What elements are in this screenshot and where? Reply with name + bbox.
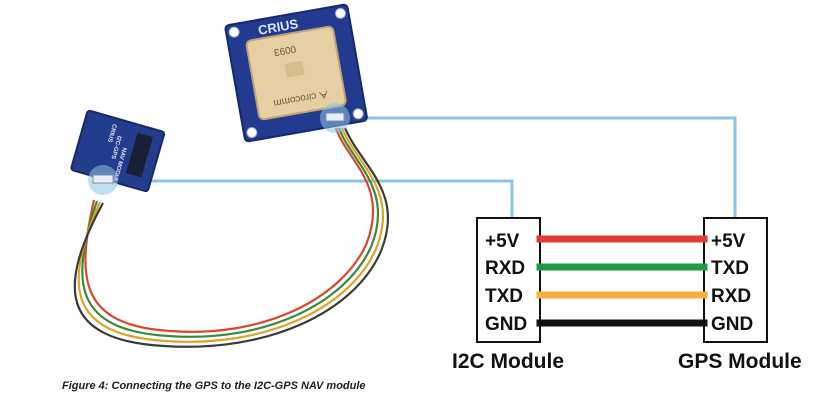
i2c-module-schematic: +5V RXD TXD GND I2C Module: [452, 217, 564, 373]
nav-board-chip: [125, 132, 153, 178]
gps-board-hole-tl: [228, 26, 240, 38]
gps-antenna-code: 0093: [273, 43, 297, 58]
schematic-wires: [536, 235, 708, 327]
gps-module-schematic: +5V TXD RXD GND GPS Module: [678, 217, 802, 373]
i2c-pin-3: TXD: [485, 286, 523, 307]
gps-board-hole-tr: [334, 7, 346, 19]
gps-antenna-center: [284, 60, 305, 78]
gps-module-box: [703, 217, 768, 343]
cable-wire-red: [84, 127, 375, 333]
gps-board-brand: CRIUS: [257, 16, 300, 38]
gps-module-title: GPS Module: [678, 350, 802, 373]
gps-pin-2: TXD: [711, 258, 749, 279]
nav-connector: [92, 174, 114, 184]
cable-wire-green: [81, 127, 380, 338]
gps-link-line: [338, 116, 737, 218]
nav-board-label-1: CRIUS: [106, 123, 117, 143]
gps-board-hole-br: [352, 108, 364, 120]
figure-caption: Figure 4: Connecting the GPS to the I2C-…: [62, 380, 366, 392]
gps-board-hole-bl: [246, 127, 258, 139]
photo-cable: [73, 127, 390, 348]
nav-link-line: [102, 179, 514, 218]
gps-pin-1: +5V: [711, 231, 746, 252]
cable-wire-yellow: [77, 127, 385, 343]
i2c-pin-1: +5V: [485, 231, 520, 252]
i2c-module-title: I2C Module: [452, 350, 564, 373]
link-lines: [102, 116, 737, 218]
cable-wire-black: [73, 127, 390, 348]
i2c-pin-2: RXD: [485, 258, 525, 279]
gps-pin-3: RXD: [711, 286, 751, 307]
gps-connector: [325, 112, 345, 122]
i2c-module-box: [476, 217, 541, 343]
i2c-pin-4: GND: [485, 314, 527, 335]
gps-pin-4: GND: [711, 314, 753, 335]
